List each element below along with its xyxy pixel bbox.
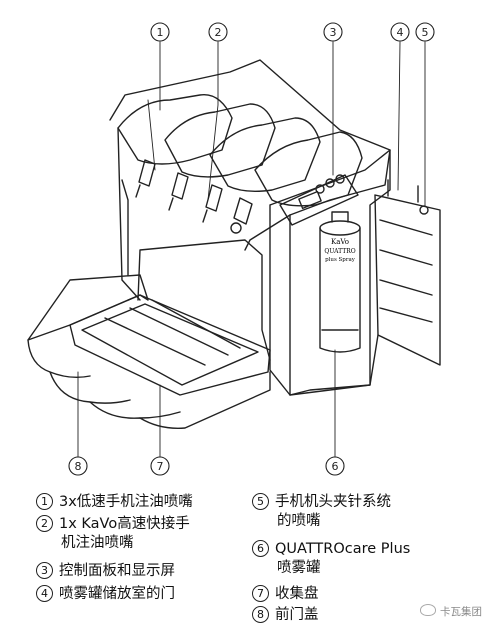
spray-can bbox=[319, 211, 361, 353]
callout-6: 6 bbox=[332, 460, 339, 473]
can-label-3: plus Spray bbox=[325, 257, 356, 263]
device-left-wall bbox=[117, 127, 141, 301]
device-base bbox=[289, 334, 379, 396]
can-label-1: KaVo bbox=[331, 238, 349, 246]
callout-2: 2 bbox=[215, 26, 222, 39]
device-right-body bbox=[269, 149, 391, 396]
callout-3: 3 bbox=[330, 26, 337, 39]
callout-5: 5 bbox=[422, 26, 429, 39]
watermark: 卡瓦集团 bbox=[420, 604, 482, 619]
nozzle-housing-3 bbox=[209, 117, 321, 193]
wechat-icon bbox=[420, 604, 436, 616]
nozzle-group bbox=[135, 159, 253, 234]
callout-4: 4 bbox=[397, 26, 404, 39]
can-label-2: QUATTRO bbox=[324, 248, 355, 255]
nozzle-housing-4 bbox=[254, 131, 363, 207]
callout-8: 8 bbox=[75, 460, 82, 473]
nozzle-housing-1 bbox=[117, 94, 233, 165]
spray-chamber-door bbox=[374, 194, 441, 366]
callout-leaders bbox=[77, 41, 426, 458]
control-panel bbox=[279, 174, 359, 226]
device-diagram: KaVo QUATTRO plus Spray 1 2 3 4 5 6 7 8 bbox=[27, 22, 441, 476]
callout-7: 7 bbox=[157, 460, 164, 473]
front-door-cover bbox=[27, 274, 149, 341]
callout-1: 1 bbox=[157, 26, 164, 39]
nozzle-housing-2 bbox=[164, 103, 276, 178]
